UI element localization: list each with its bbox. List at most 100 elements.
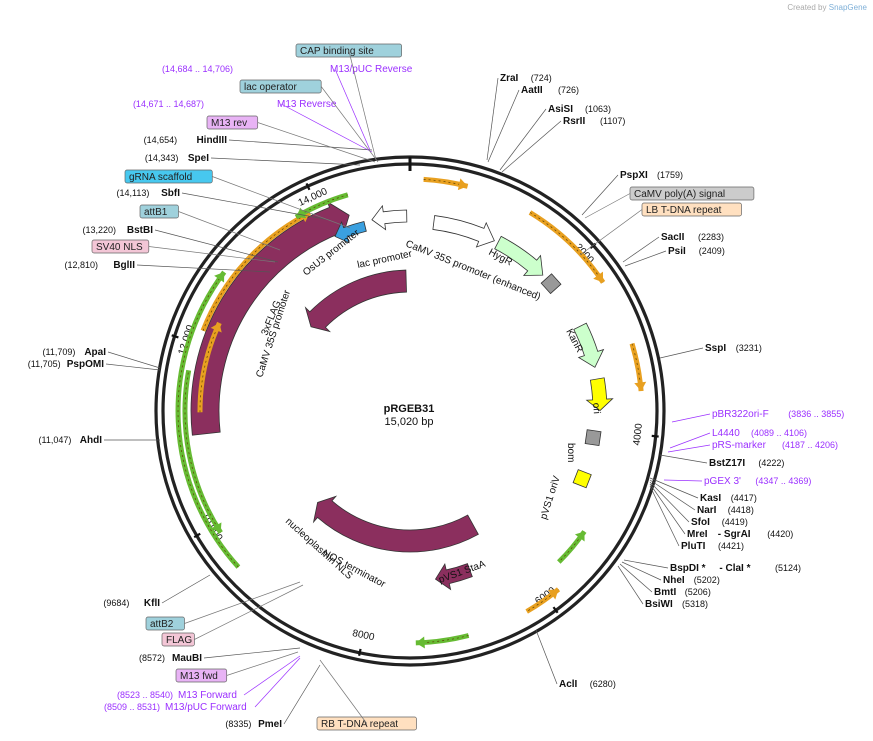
leader-line [105,363,161,371]
site-position: (11,705) [28,359,61,369]
restriction-site: BsiWI(5318) [645,599,708,610]
leader-line [622,236,660,263]
primer-leader [334,68,371,151]
feature-box-label: attB1 [144,207,168,218]
orf-arrowhead [593,271,604,283]
leader-line [617,565,644,605]
primer-leader [667,444,711,453]
primer-position: (14,671 .. 14,687) [133,99,204,109]
orf-arrowhead [547,589,559,600]
restriction-site: KflI(9684) [103,598,160,609]
site-position: (4421) [718,541,744,551]
site-position: (2283) [698,232,724,242]
site-name-extra: - SgrAI [718,529,751,540]
feature-labels: ZraI(724)AatII(726) AsiSI(1063)RsrII(1107… [28,43,844,731]
cas9-label-inner: Cas9 [267,431,281,457]
restriction-site: BmtI(5206) [654,587,711,598]
box-leader [257,122,376,163]
orf-arc-detail [177,271,239,568]
restriction-site: ZraI(724) [500,73,552,84]
site-position: (5124) [775,563,801,573]
feature-box: attB1 [139,204,179,219]
outer-features [175,176,647,649]
orf-arc-detail [631,343,642,392]
primer-label: pBR322ori-F (3836 .. 3855) [712,409,844,420]
restriction-site: RsrII(1107) [563,116,625,127]
primer-label: M13 Forward(8523 .. 8540) [117,690,237,701]
box-leader [148,246,276,263]
site-position: (5202) [694,575,720,585]
primer-name: pGEX 3' [704,476,741,487]
scale-tick [651,434,659,438]
site-position: (3231) [736,343,762,353]
feature-box-label: gRNA scaffold [129,172,192,183]
site-name: SbfI [161,188,180,199]
restriction-site: NheI(5202) [663,575,720,586]
kanr-arrow [573,322,605,368]
feature-box: gRNA scaffold [124,169,213,184]
site-name: NarI [697,505,717,516]
scale-tick [193,532,201,539]
feature-box-label: M13 rev [211,118,247,129]
restriction-site: PluTI(4421) [681,541,744,552]
leader-line [203,647,301,659]
box-leader [194,584,304,640]
leader-line [659,347,704,359]
restriction-site: AatII(726) [521,85,579,96]
leader-line [499,108,547,171]
cas9-label-outer: Cas9 [217,431,231,457]
site-position: (11,709) [43,347,76,357]
primer-position: (4089 .. 4106) [751,428,807,438]
site-position: (8572) [139,653,165,663]
bom-label: bom [565,443,576,462]
leader-line [649,483,686,535]
feature-box-label: CaMV poly(A) signal [634,189,725,200]
site-name: PspOMI [67,359,104,370]
leader-line [161,574,211,604]
primer-position: (3836 .. 3855) [788,409,844,419]
primer-leader [671,413,711,423]
feature-box: LB T-DNA repeat [641,202,742,217]
leader-line [107,351,161,369]
restriction-site: BglII(12,810) [64,260,135,271]
restriction-site: PmeI(8335) [225,719,282,730]
pvs1-repa-region [312,495,479,553]
snapgene-credit: Created by SnapGene [787,3,867,12]
cas9-arrow-inner [304,269,407,333]
plasmid-size: 15,020 bp [385,416,434,428]
site-position: (2409) [699,246,725,256]
feature-box-label: M13 fwd [180,671,218,682]
primer-leader [663,479,703,482]
feature-box: attB2 [145,616,185,631]
scale-tick-label: 4000 [632,422,645,446]
primer-label: M13/pUC Forward(8509 .. 8531) [104,702,247,713]
primer-name: M13 Reverse [277,99,337,110]
leader-line [486,77,499,161]
leader-line [154,229,279,263]
primer-name: M13/pUC Reverse [330,64,413,75]
primer-name: pBR322ori-F [712,409,769,420]
feature-box: FLAG [161,632,195,647]
scale-tick [305,182,311,191]
site-name: SfoI [691,517,710,528]
leader-line [619,563,653,593]
site-position: (12,810) [64,260,98,270]
site-position: (14,654) [144,135,178,145]
site-position: (724) [531,73,552,83]
site-position: (13,220) [82,225,116,235]
site-position: (14,343) [145,153,179,163]
restriction-site: AsiSI(1063) [548,104,611,115]
leader-line [581,174,619,216]
scale-tick [358,648,362,656]
primer-label: pGEX 3'(4347 .. 4369) [704,476,811,487]
site-name: HindIII [196,135,227,146]
primer-name: pRS-marker [712,440,767,451]
feature-box: M13 fwd [175,668,228,683]
site-name: RsrII [563,116,585,127]
inner-features [190,200,614,591]
leader-line [228,139,373,151]
polya-box [540,273,562,295]
leader-line [621,561,662,581]
pvs1-oriv-box [572,469,592,489]
